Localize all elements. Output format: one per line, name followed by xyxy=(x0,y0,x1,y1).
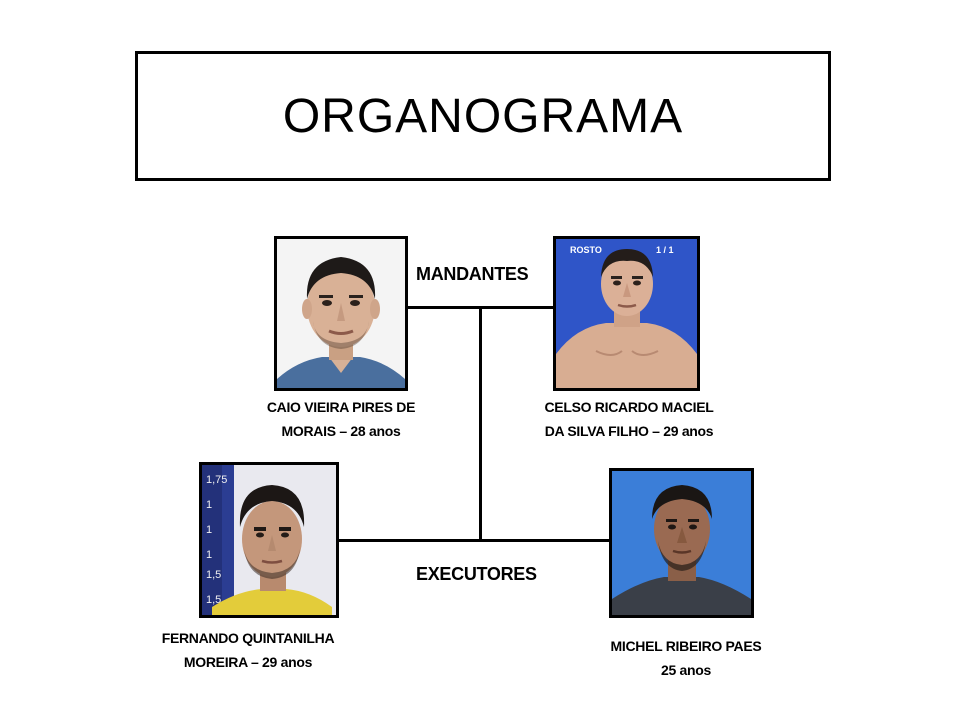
name-line-2: 25 anos xyxy=(660,662,712,678)
title-box: ORGANOGRAMA xyxy=(135,51,831,181)
group-label-executores: EXECUTORES xyxy=(416,564,537,584)
caption-michel: MICHEL RIBEIRO PAES 25 anos xyxy=(576,634,796,682)
name-line-2: MOREIRA – 29 anos xyxy=(183,654,313,670)
name-line-2: DA SILVA FILHO – 29 anos xyxy=(544,423,714,439)
name-line-1: CELSO RICARDO MACIEL xyxy=(544,399,714,415)
caption-celso: CELSO RICARDO MACIEL DA SILVA FILHO – 29… xyxy=(519,395,739,443)
mugshot-label-count: 1 / 1 xyxy=(656,245,674,255)
caption-fernando: FERNANDO QUINTANILHA MOREIRA – 29 anos xyxy=(128,626,368,674)
ruler-mark-6: 1,5 xyxy=(206,594,221,606)
connector-bottom-horizontal xyxy=(337,539,610,542)
photo-fernando: 1,75 1 1 1 1,5 1,5 xyxy=(199,462,339,618)
ruler-mark-4: 1 xyxy=(206,549,212,561)
connector-vertical xyxy=(479,306,482,542)
ruler-mark-2: 1 xyxy=(206,499,212,511)
photo-caio xyxy=(274,236,408,391)
name-line-1: MICHEL RIBEIRO PAES xyxy=(610,638,762,654)
ruler-mark-5: 1,5 xyxy=(206,569,221,581)
group-label-mandantes: MANDANTES xyxy=(416,264,529,284)
ruler-mark-1: 1,75 xyxy=(206,474,227,486)
page-title: ORGANOGRAMA xyxy=(282,89,684,143)
name-line-2: MORAIS – 28 anos xyxy=(281,423,401,439)
photo-celso: ROSTO 1 / 1 xyxy=(553,236,700,391)
name-line-1: CAIO VIEIRA PIRES DE xyxy=(266,399,416,415)
photo-michel xyxy=(609,468,754,618)
mugshot-label-rosto: ROSTO xyxy=(570,245,602,255)
name-line-1: FERNANDO QUINTANILHA xyxy=(161,630,335,646)
caption-caio: CAIO VIEIRA PIRES DE MORAIS – 28 anos xyxy=(236,395,446,443)
ruler-mark-3: 1 xyxy=(206,524,212,536)
